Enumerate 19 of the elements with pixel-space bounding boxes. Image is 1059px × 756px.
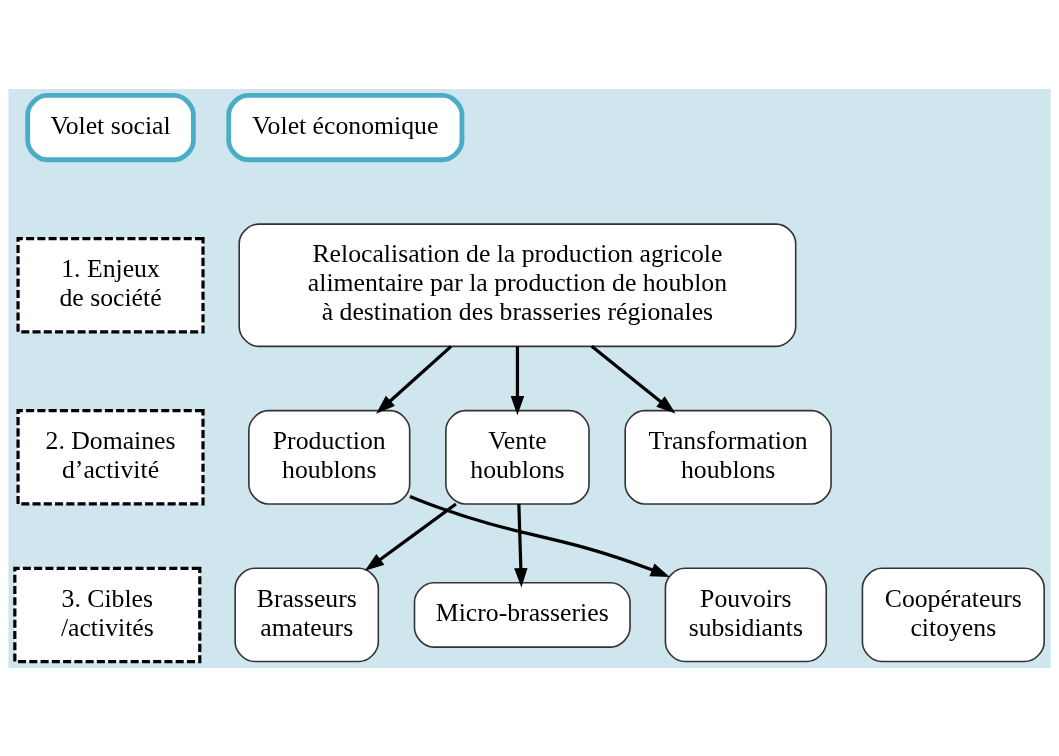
node-box: Volet économique bbox=[226, 92, 465, 162]
arrow bbox=[590, 344, 676, 414]
node-box: Pouvoirs subsidiants bbox=[664, 566, 828, 662]
arrow bbox=[514, 503, 528, 587]
node-box: 2. Domaines d’activité bbox=[16, 408, 205, 506]
node-box: Relocalisation de la production agricole alimentaire par la production de houblon à destination des brasseries régionales bbox=[238, 222, 797, 347]
node-box: Coopérateurs citoyens bbox=[861, 566, 1045, 662]
node-box: Micro-brasseries bbox=[413, 581, 631, 648]
node-box: 3. Cibles /activités bbox=[13, 566, 202, 663]
node-box: Vente houblons bbox=[445, 409, 590, 505]
arrow bbox=[510, 345, 525, 415]
node-box: Production houblons bbox=[248, 409, 411, 505]
arrow bbox=[364, 502, 457, 571]
node-box: Brasseurs amateurs bbox=[234, 566, 380, 662]
arrow bbox=[376, 344, 453, 414]
node-box: Volet social bbox=[25, 92, 196, 162]
node-box: 1. Enjeux de société bbox=[16, 236, 205, 333]
arrow bbox=[409, 494, 670, 577]
node-box: Transformation houblons bbox=[624, 409, 832, 505]
